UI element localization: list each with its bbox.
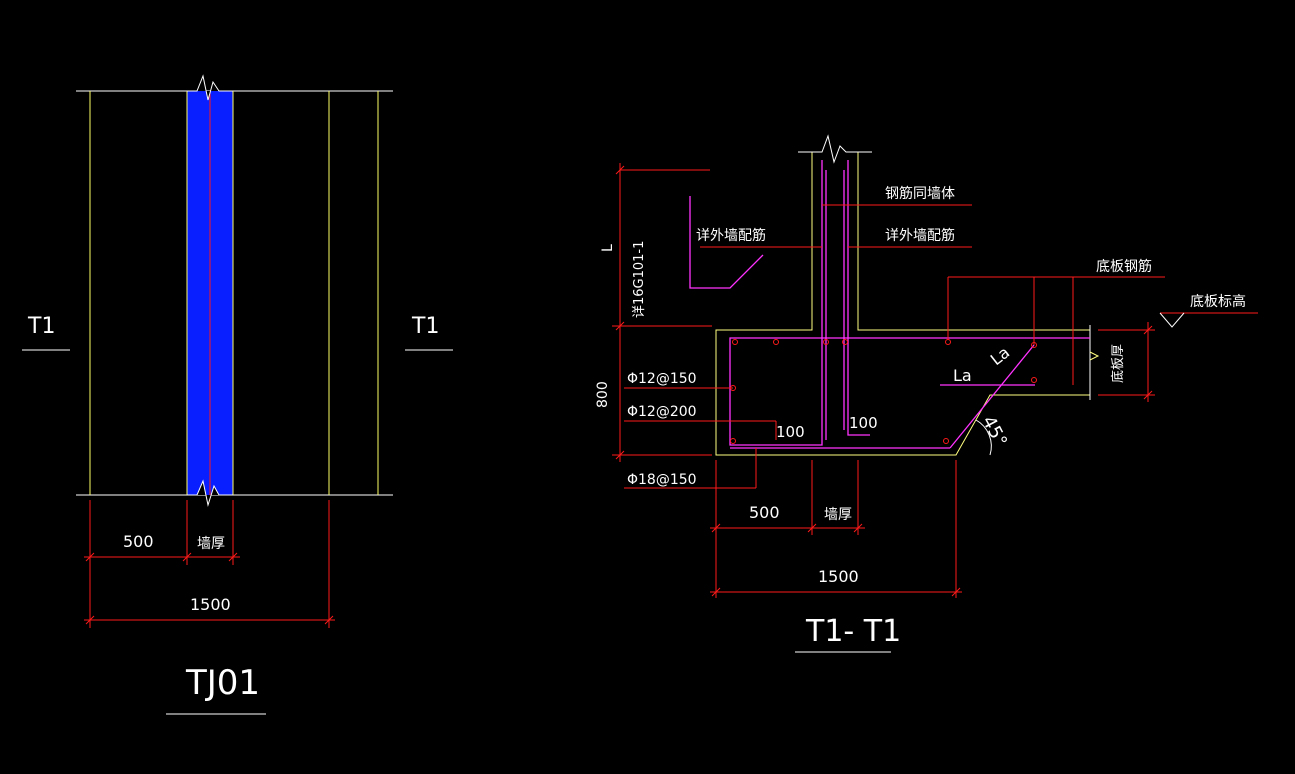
section-dim-wall: 墙厚	[824, 507, 852, 523]
section-label-slab-thick: 底板厚	[1110, 344, 1126, 383]
plan-dimensions	[84, 500, 335, 628]
section-wall-break	[798, 134, 872, 164]
section-wall-outline-right	[857, 152, 1090, 331]
plan-title: TJ01	[185, 663, 260, 703]
section-label-La-diag: La	[987, 343, 1013, 369]
section-label-slab-rebar: 底板钢筋	[1096, 258, 1152, 275]
section-leaders	[612, 163, 1258, 598]
section-rebar-2: Φ12@200	[627, 404, 697, 420]
section-label-outer-wall-left: 详外墙配筋	[696, 227, 766, 244]
section-angle-label: 45°	[978, 412, 1012, 450]
section-ticks	[615, 165, 1153, 597]
section-angle-arc	[975, 419, 992, 456]
section-rebar-3: Φ18@150	[627, 472, 697, 488]
section-title: T1- T1	[805, 614, 901, 649]
section-label-La: La	[953, 366, 972, 385]
section-elev-symbol	[1159, 312, 1185, 328]
section-dim-100-right: 100	[849, 414, 878, 432]
plan-break-bottom	[187, 479, 233, 507]
section-dim-800: 800	[595, 381, 611, 408]
plan-section-mark-left: T1	[27, 314, 55, 339]
plan-dim-500: 500	[123, 532, 154, 551]
section-ref-vertical: 详16G101-1	[632, 241, 647, 318]
section-label-slab-elev: 底板标高	[1190, 293, 1246, 310]
section-rebar-1: Φ12@150	[627, 371, 697, 387]
section-dim-500: 500	[749, 503, 780, 522]
plan-view: T1 T1 500 墙厚 1500 TJ01	[22, 74, 453, 715]
section-label-outer-wall-right: 详外墙配筋	[885, 227, 955, 244]
section-dim-1500: 1500	[818, 567, 859, 586]
plan-break-top	[187, 74, 233, 101]
section-rebar	[689, 160, 1090, 449]
section-wall-outline	[715, 152, 1090, 456]
plan-section-mark-right: T1	[411, 314, 439, 339]
section-dim-100-left: 100	[776, 423, 805, 441]
section-dim-L: L	[600, 244, 616, 252]
plan-dim-wall: 墙厚	[197, 536, 225, 552]
section-break-small	[1089, 351, 1100, 361]
section-view: L 详16G101-1 详外墙配筋 钢筋同墙体 详外墙配筋 底板钢筋 底板标高 …	[595, 134, 1258, 653]
plan-dim-1500: 1500	[190, 595, 231, 614]
section-label-wall-same: 钢筋同墙体	[885, 185, 955, 202]
section-rebar-dots	[730, 339, 1037, 444]
